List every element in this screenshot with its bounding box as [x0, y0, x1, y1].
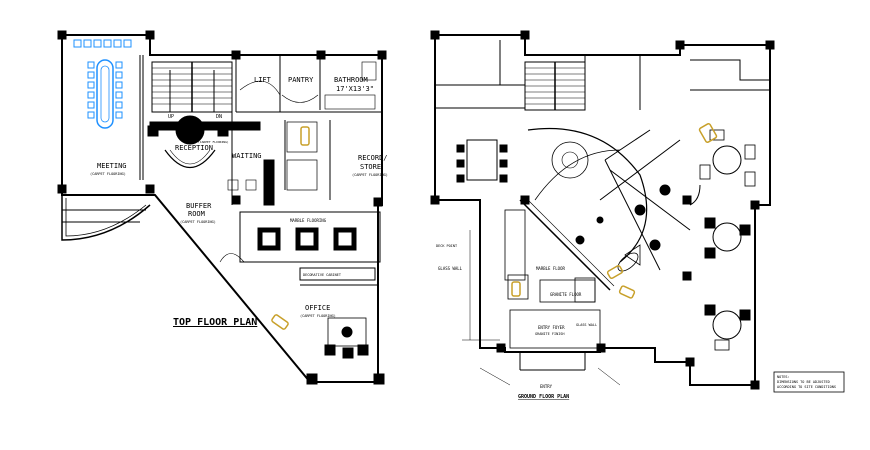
top-floor-title: TOP FLOOR PLAN: [173, 317, 257, 328]
room-lift: LIFT: [254, 76, 272, 84]
room-buffer-2: ROOM: [188, 210, 205, 218]
ground-marble: MARBLE FLOOR: [536, 266, 565, 271]
note-line-1: NOTES:: [777, 375, 790, 379]
meeting-table: [73, 39, 132, 129]
room-pantry: PANTRY: [288, 76, 314, 84]
room-office-note: (CARPET FLOORING): [300, 314, 336, 318]
ground-entry-arrow: ENTRY: [540, 384, 553, 389]
ground-floor-title: GROUND FLOOR PLAN: [518, 394, 569, 400]
room-reception: RECEPTION: [175, 144, 213, 152]
ground-floor-plan: [430, 30, 775, 390]
stair-down: DN: [216, 114, 222, 120]
note-line-3: ACCORDING TO SITE CONDITIONS: [777, 385, 836, 389]
room-office: OFFICE: [305, 304, 330, 312]
room-record-1: RECORD/: [358, 154, 388, 162]
room-buffer-note: (CARPET FLOORING): [180, 220, 216, 224]
top-floor-plan: [57, 30, 387, 385]
gold-furniture-ground: [511, 123, 718, 299]
ground-entry: ENTRY FOYER: [538, 325, 565, 330]
room-buffer-1: BUFFER: [186, 202, 212, 210]
room-meeting: MEETING: [97, 162, 127, 170]
room-record-2: STORE: [360, 163, 381, 171]
gold-furniture-top: [271, 126, 310, 330]
room-bathroom-size: 17'X13'3": [336, 85, 374, 93]
note-line-2: DIMENSIONS TO BE ADJUSTED: [777, 380, 830, 384]
room-meeting-note: (CARPET FLOORING): [90, 172, 126, 176]
ground-entry-note: GRANITE FINISH: [535, 332, 565, 336]
ground-glass-wall: GLASS WALL: [438, 266, 463, 271]
lounge-marble: MARBLE FLOORING: [290, 218, 327, 223]
note-box: [773, 371, 845, 393]
ground-granite: GRANITE FLOOR: [550, 292, 582, 297]
ground-deck: DECK POINT: [436, 244, 458, 248]
room-bathroom: BATHROOM: [334, 76, 368, 84]
room-record-note: (CARPET FLOORING): [352, 173, 388, 177]
decorative-cabinet: DECORATIVE CABINET: [303, 273, 342, 277]
stair-up: UP: [168, 114, 174, 120]
room-reception-note: (CARPET FLOORING): [198, 140, 229, 144]
ground-glass-wall-2: GLASS WALL: [576, 323, 597, 327]
room-waiting: WAITING: [232, 152, 262, 160]
